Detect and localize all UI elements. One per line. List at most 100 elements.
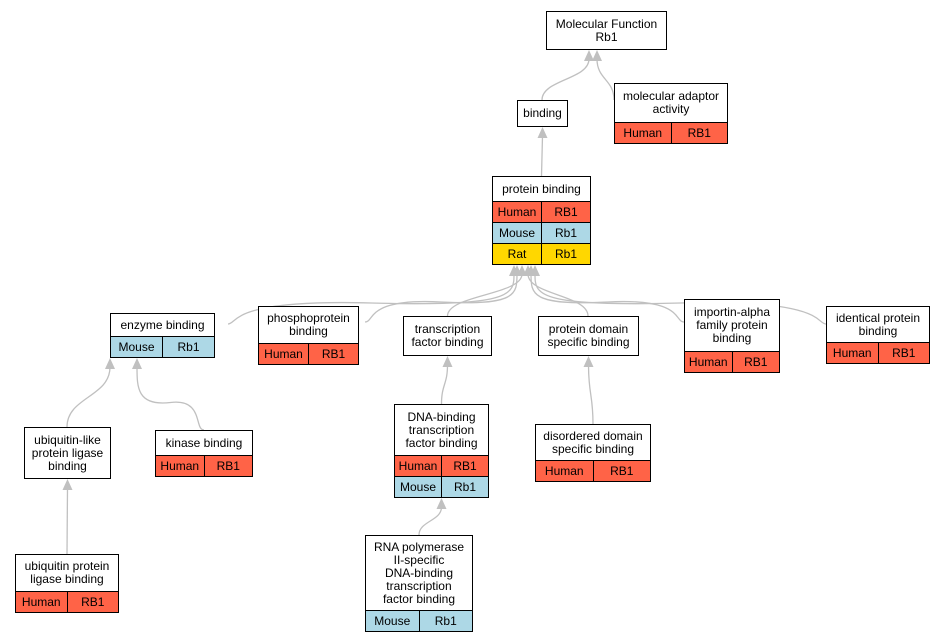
edge-ubiquitin-protein-ligase-binding-to-ubiquitin-like-protein-ligase-binding — [66, 487, 69, 555]
arrowhead-icon — [530, 265, 540, 276]
gene-label: Rb1 — [418, 611, 473, 631]
go-term-node-dna-binding-transcription-factor-binding[interactable]: DNA-binding transcription factor binding… — [394, 404, 489, 498]
go-term-label: Molecular Function Rb1 — [555, 16, 658, 44]
arrowhead-icon — [583, 356, 594, 367]
arrowhead-icon — [436, 498, 447, 509]
species-label: Human — [160, 459, 200, 473]
species-row-human: Human RB1 — [493, 201, 590, 222]
go-term-label: enzyme binding — [120, 317, 205, 332]
go-term-label: DNA-binding transcription factor binding — [405, 409, 478, 450]
edge-binding-to-molecular-function — [541, 58, 590, 101]
species-label: Mouse — [498, 226, 536, 240]
edge-protein-binding-to-binding — [540, 135, 544, 177]
species-label: Human — [398, 459, 438, 473]
gene-label: Rb1 — [162, 337, 214, 357]
gene-label: RB1 — [541, 202, 590, 222]
go-term-node-transcription-factor-binding[interactable]: transcription factor binding — [403, 316, 492, 356]
go-term-label: transcription factor binding — [411, 322, 484, 349]
species-label: Mouse — [399, 480, 437, 494]
go-term-node-molecular-function[interactable]: Molecular Function Rb1 — [546, 11, 667, 50]
species-row-mouse: Mouse Rb1 — [366, 610, 472, 631]
gene-label: RB1 — [877, 343, 930, 363]
species-row-human: Human RB1 — [827, 342, 929, 363]
gene-label: RB1 — [592, 461, 651, 481]
go-term-node-ubiquitin-like-protein-ligase-binding[interactable]: ubiquitin-like protein ligase binding — [24, 427, 111, 479]
go-term-label: identical protein binding — [835, 310, 921, 338]
species-row-rat: Rat Rb1 — [493, 243, 590, 264]
gene-label: RB1 — [731, 352, 780, 372]
arrowhead-icon — [537, 127, 548, 138]
go-term-label: phosphoprotein binding — [267, 311, 350, 338]
edge-identical-protein-binding-to-protein-binding — [534, 273, 827, 325]
edge-protein-domain-specific-binding-to-protein-binding — [527, 273, 589, 317]
gene-label: RB1 — [441, 456, 488, 476]
species-row-mouse: Mouse Rb1 — [111, 336, 214, 357]
arrowhead-icon — [584, 50, 594, 61]
edge-molecular-adaptor-activity-to-molecular-function — [596, 58, 615, 101]
go-term-label: ubiquitin-like protein ligase binding — [31, 432, 104, 473]
species-row-human: Human RB1 — [259, 343, 358, 364]
arrowhead-icon — [132, 358, 142, 369]
go-term-label: ubiquitin protein ligase binding — [24, 559, 110, 586]
go-term-node-binding[interactable]: binding — [517, 100, 568, 127]
go-term-label: disordered domain specific binding — [543, 428, 643, 456]
gene-label: Rb1 — [441, 477, 488, 497]
edge-rna-polymerase-ii-specific-dna-binding-transcription-factor-binding-to-dna-binding-transcription-factor-binding — [418, 506, 443, 536]
edge-phosphoprotein-binding-to-protein-binding — [364, 273, 518, 323]
species-row-human: Human RB1 — [615, 122, 727, 143]
edge-enzyme-binding-to-protein-binding — [227, 273, 515, 325]
go-term-label: protein binding — [502, 181, 581, 196]
species-row-human: Human RB1 — [536, 460, 650, 481]
edge-kinase-binding-to-enzyme-binding — [136, 366, 205, 431]
species-label: Human — [544, 464, 584, 478]
species-label: Human — [264, 347, 303, 361]
gene-label: RB1 — [66, 592, 119, 612]
species-label: Human — [688, 355, 728, 369]
gene-label: Rb1 — [541, 244, 590, 264]
arrowhead-icon — [62, 479, 73, 490]
gene-label: RB1 — [203, 456, 253, 476]
arrowhead-icon — [592, 50, 602, 61]
species-label: Human — [623, 126, 663, 140]
edge-ubiquitin-like-protein-ligase-binding-to-enzyme-binding — [66, 366, 111, 428]
species-label: Human — [832, 346, 872, 360]
go-term-label: binding — [523, 106, 562, 120]
go-term-node-protein-domain-specific-binding[interactable]: protein domain specific binding — [538, 316, 639, 356]
go-term-node-rna-polymerase-ii-specific-dna-binding-transcription-factor-binding[interactable]: RNA polymerase II-specific DNA-binding t… — [365, 535, 473, 632]
go-term-label: kinase binding — [165, 435, 243, 450]
gene-label: RB1 — [670, 123, 728, 143]
species-row-mouse: Mouse Rb1 — [493, 222, 590, 243]
edge-dna-binding-transcription-factor-binding-to-transcription-factor-binding — [440, 364, 449, 405]
go-term-label: importin-alpha family protein binding — [693, 305, 771, 345]
go-term-label: protein domain specific binding — [547, 322, 630, 349]
edge-transcription-factor-binding-to-protein-binding — [446, 273, 523, 317]
species-row-mouse: Mouse Rb1 — [395, 476, 488, 497]
edge-disordered-domain-specific-binding-to-protein-domain-specific-binding — [587, 364, 594, 425]
go-term-label: RNA polymerase II-specific DNA-binding t… — [373, 539, 465, 606]
species-label: Rat — [507, 247, 527, 261]
species-label: Mouse — [374, 614, 411, 628]
gene-label: Rb1 — [541, 223, 590, 243]
species-label: Mouse — [118, 340, 155, 354]
arrowhead-icon — [442, 356, 453, 367]
arrowhead-icon — [105, 358, 115, 369]
species-label: Human — [497, 205, 537, 219]
go-term-label: molecular adaptor activity — [622, 89, 720, 116]
gene-label: RB1 — [308, 344, 358, 364]
edge-importin-alpha-family-protein-binding-to-protein-binding — [530, 273, 685, 323]
